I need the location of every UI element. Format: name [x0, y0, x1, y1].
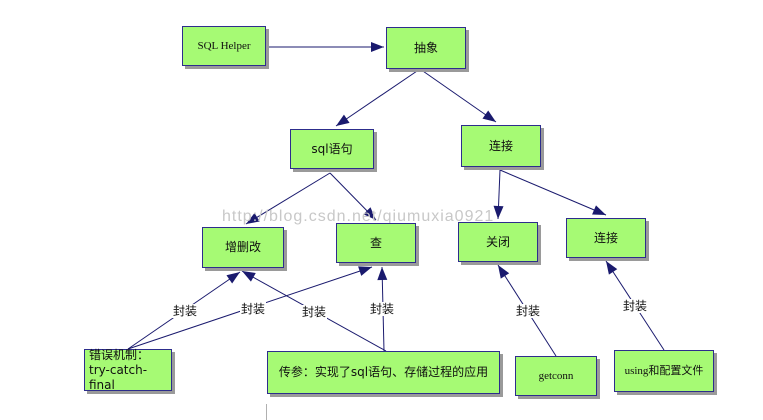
node-connect1: 连接	[461, 125, 544, 170]
arrowhead-sql-crud	[246, 212, 260, 224]
edge-sql-crud	[245, 172, 331, 225]
arrowhead-getconn-close	[498, 265, 510, 279]
node-param-label: 传参：实现了sql语句、存储过程的应用	[267, 351, 500, 394]
node-connect2: 连接	[566, 218, 649, 261]
arrowhead-error-crud	[226, 272, 240, 284]
arrowhead-abstract-sql	[336, 114, 350, 126]
node-sql-label: sql语句	[290, 129, 374, 169]
edge-abstract-sql	[335, 68, 421, 127]
node-close-label: 关闭	[458, 222, 538, 262]
node-getconn: getconn	[515, 356, 600, 399]
node-query-label: 查	[336, 223, 416, 263]
edge-label-getconn-close: 封装	[515, 304, 542, 318]
arrowhead-param-crud	[242, 271, 256, 282]
edge-label-param-query: 封装	[369, 302, 396, 316]
arrowhead-config-connect2	[606, 261, 618, 275]
arrowhead-abstract-connect1	[482, 110, 496, 122]
node-config-label: using和配置文件	[614, 350, 714, 392]
arrowhead-param-query	[377, 267, 388, 281]
node-param: 传参：实现了sql语句、存储过程的应用	[267, 351, 503, 397]
node-crud-label: 增删改	[202, 227, 284, 268]
node-getconn-label: getconn	[515, 356, 597, 396]
arrowhead-error-query	[358, 266, 372, 276]
node-error-label: 错误机制：try-catch-final	[84, 348, 172, 392]
edge-label-config-connect2: 封装	[622, 299, 649, 313]
edge-label-error-crud: 封装	[172, 304, 199, 318]
node-abstract: 抽象	[386, 27, 469, 72]
edge-label-error-query: 封装	[240, 302, 267, 316]
node-config: using和配置文件	[614, 350, 717, 395]
node-close: 关闭	[458, 222, 541, 265]
node-sqlhelper-label: SQL Helper	[182, 26, 266, 66]
arrowhead-connect1-close	[493, 205, 504, 219]
arrowhead-sqlhelper-abstract	[371, 42, 384, 52]
node-connect1-label: 连接	[461, 125, 541, 167]
arrowhead-connect1-connect2	[592, 205, 606, 215]
node-error: 错误机制：try-catch-final	[84, 348, 175, 394]
node-sql: sql语句	[290, 129, 377, 172]
node-query: 查	[336, 223, 419, 266]
node-abstract-label: 抽象	[386, 27, 466, 69]
bottom-divider-tick	[266, 404, 267, 420]
edge-connect1-connect2	[499, 169, 607, 216]
node-crud: 增删改	[202, 227, 287, 271]
edge-label-param-crud: 封装	[301, 305, 328, 319]
arrowhead-sql-query	[363, 207, 376, 220]
edge-abstract-connect1	[419, 68, 497, 123]
node-connect2-label: 连接	[566, 218, 646, 258]
node-sqlhelper: SQL Helper	[182, 26, 269, 69]
